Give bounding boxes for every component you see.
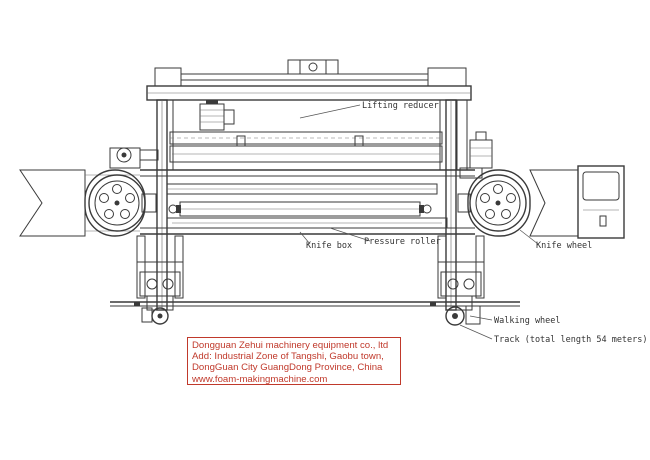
knife-box [166,217,448,229]
label-knife-wheel: Knife wheel [536,241,592,251]
pressure-roller [168,201,432,217]
left-leg [136,235,184,325]
label-pressure-roller: Pressure roller [364,237,441,247]
company-info-box: Dongguan Zehui machinery equipment co., … [187,337,401,385]
company-name: Dongguan Zehui machinery equipment co., … [192,340,389,351]
left-knife-wheel [84,169,157,237]
label-knife-box: Knife box [306,241,352,251]
company-address-line1: Add: Industrial Zone of Tangshi, Gaobu t… [192,351,384,363]
left-wheel-guard [19,169,140,237]
label-lifting-reducer: Lifting reducer [362,101,439,111]
upper-shaft-assembly [169,131,443,163]
lifting-motor [199,100,235,131]
label-walking-wheel: Walking wheel [494,316,561,326]
right-leg [437,235,485,326]
company-address-line2: DongGuan City GuangDong Province, China [192,362,383,374]
left-gearbox [109,147,159,169]
control-cabinet [577,165,625,239]
label-track: Track (total length 54 meters) [494,335,648,345]
track [110,301,520,307]
company-website: www.foam-makingmachine.com [192,373,328,385]
right-reducer [459,131,493,179]
top-beam [146,59,472,101]
right-knife-wheel [457,169,531,237]
leader-lines [299,104,539,340]
right-wheel-guard [529,169,579,237]
